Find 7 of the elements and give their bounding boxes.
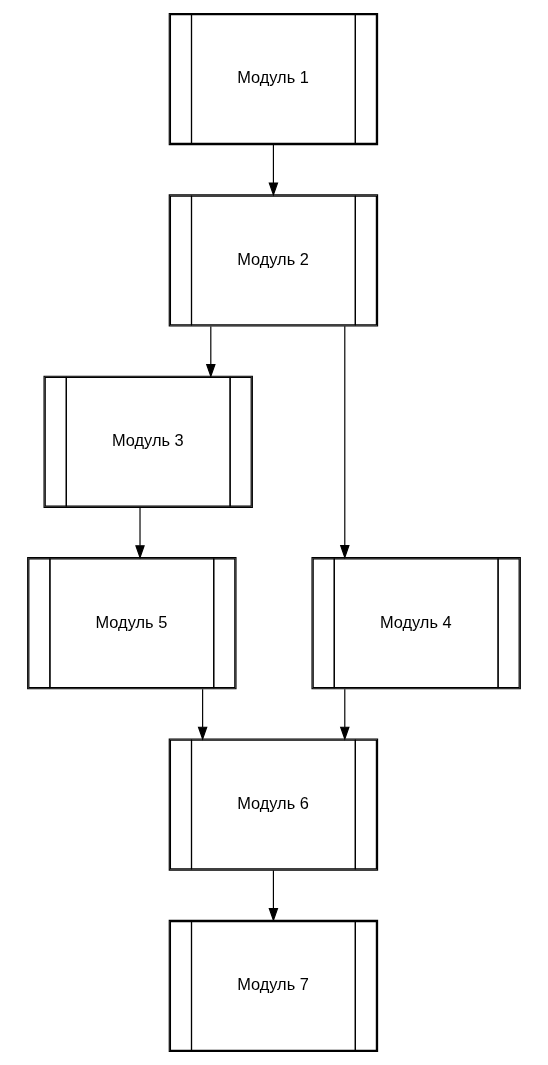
arrow	[205, 325, 216, 378]
arrow	[268, 869, 279, 923]
arrow	[197, 688, 208, 741]
arrow	[135, 507, 145, 560]
arrow	[339, 688, 350, 741]
arrow	[339, 325, 350, 560]
arrow	[268, 144, 279, 197]
